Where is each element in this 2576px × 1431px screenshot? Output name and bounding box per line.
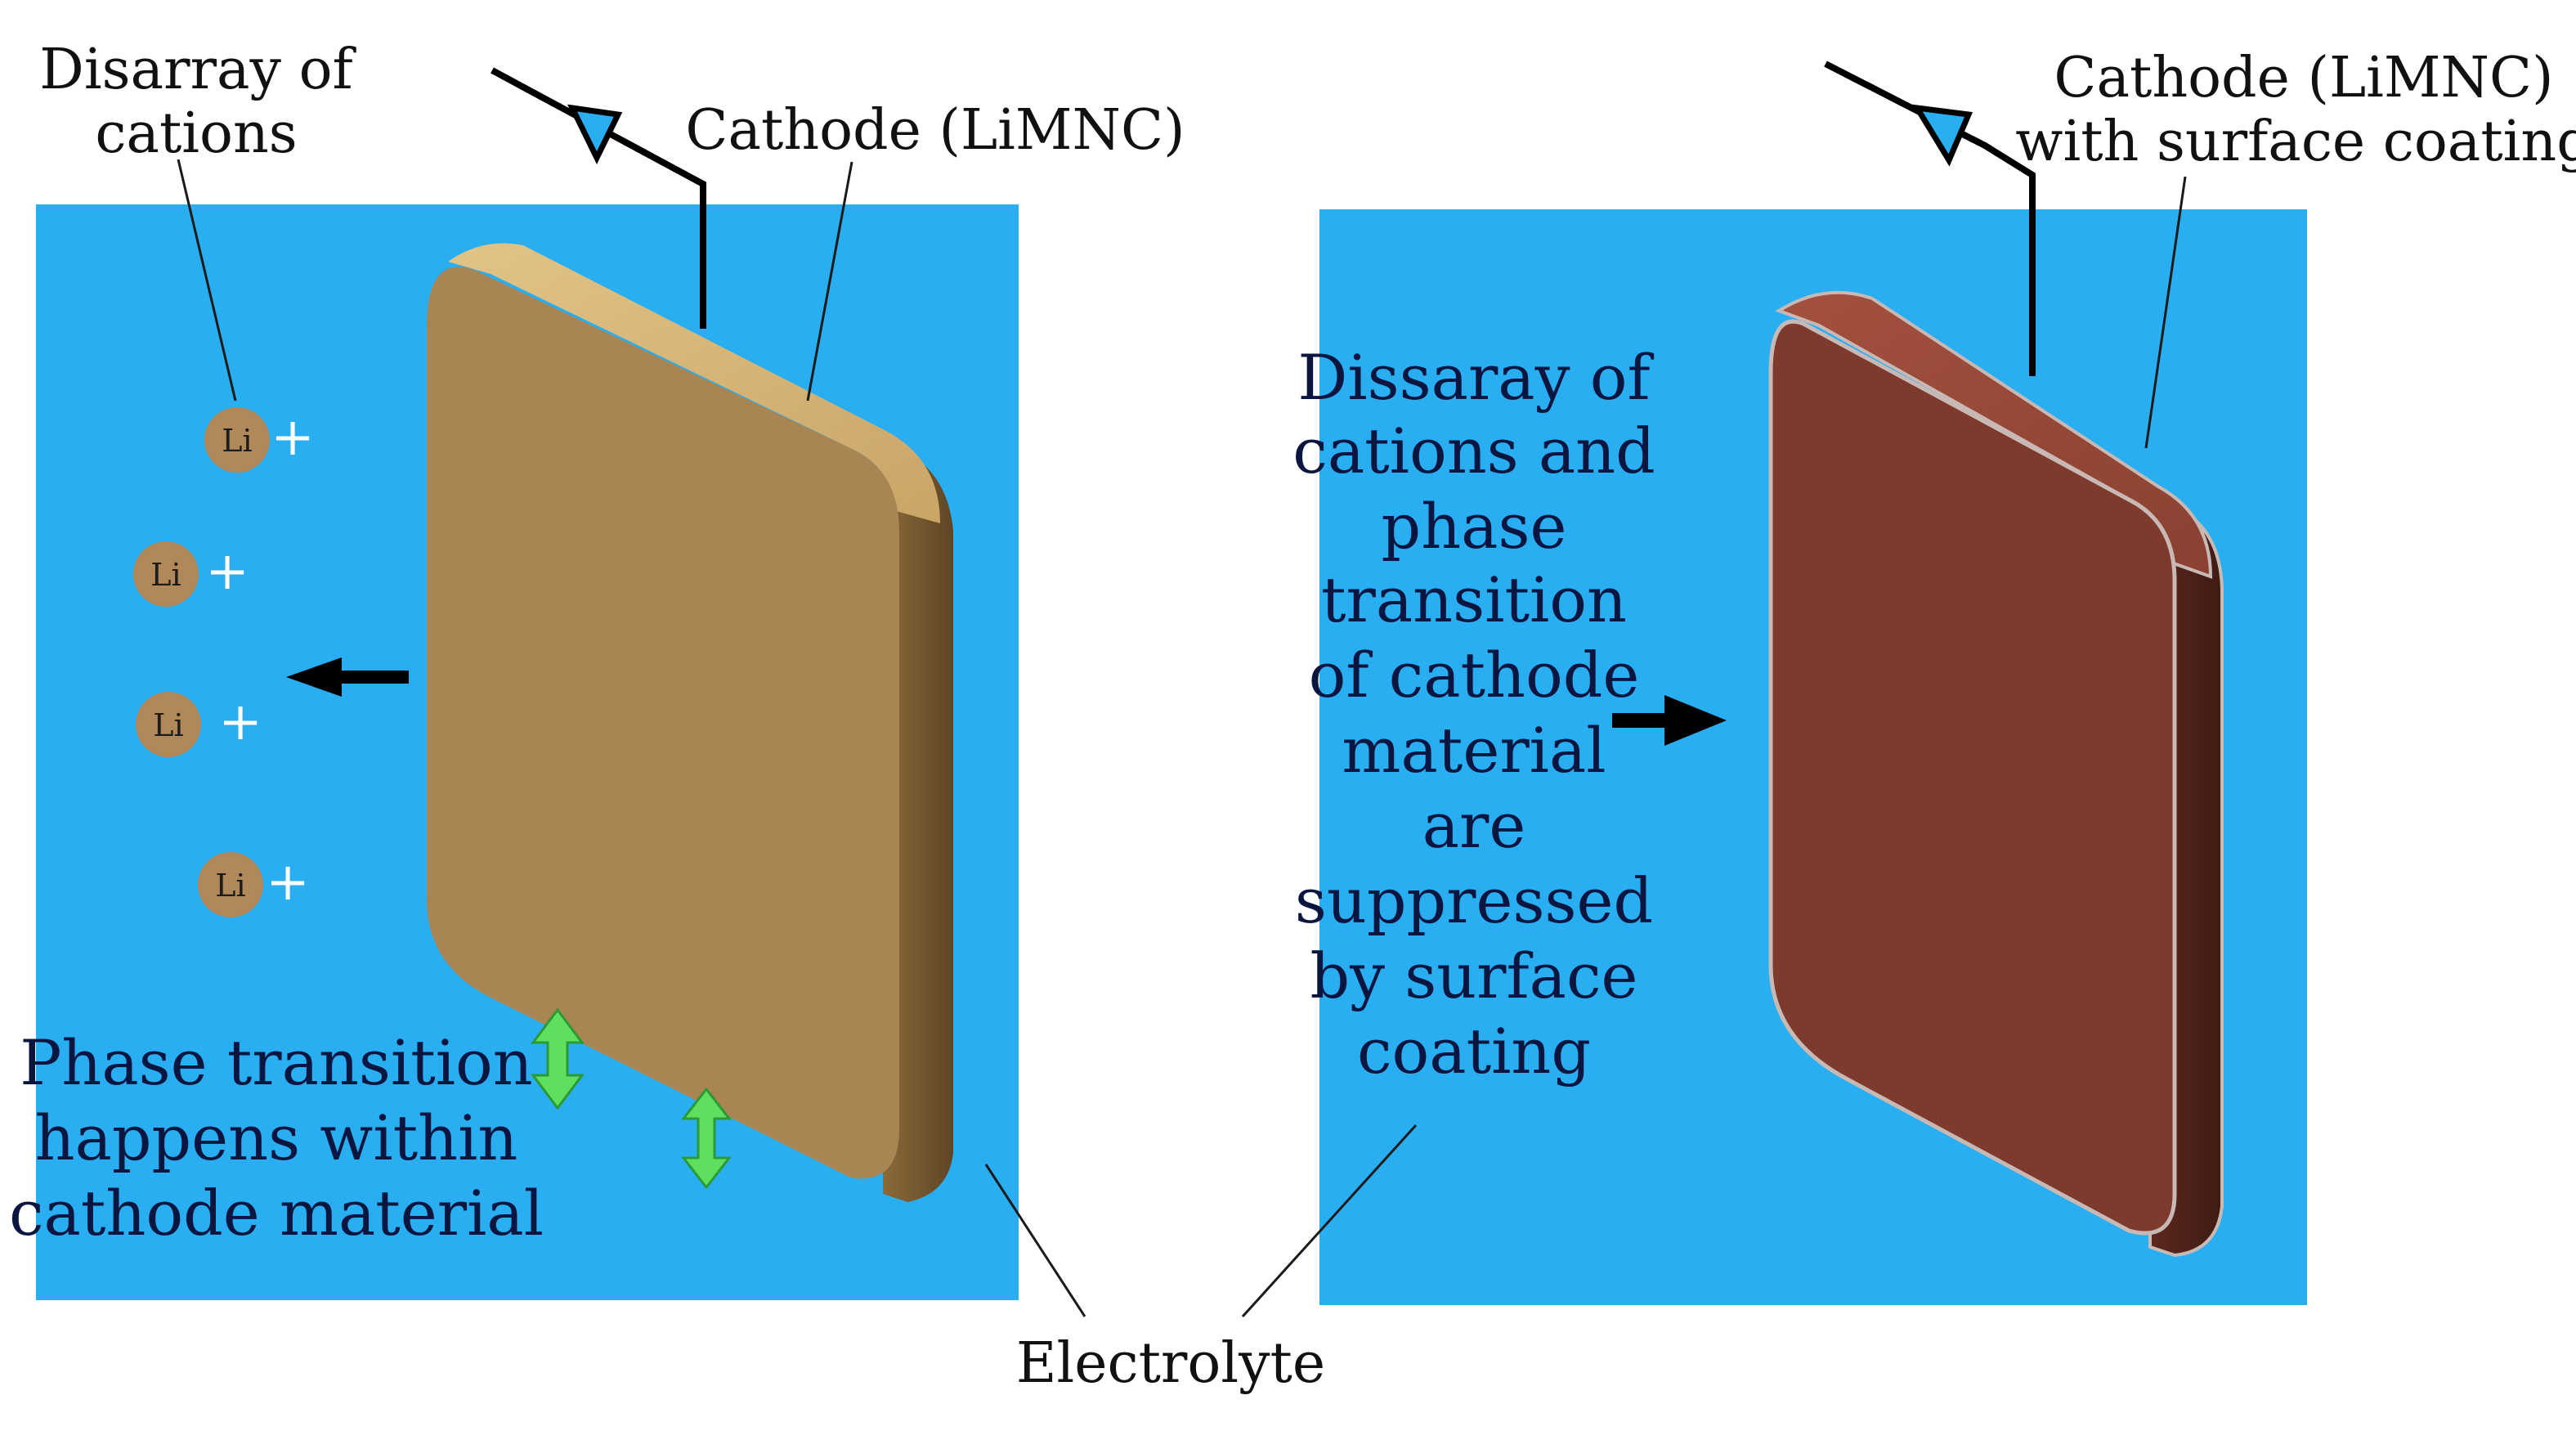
phase-arrow-1 [531,1007,585,1110]
svg-text:by surface: by surface [1310,940,1637,1012]
svg-text:phase: phase [1382,490,1567,563]
svg-text:are: are [1422,789,1526,862]
svg-text:Cathode (LiMNC): Cathode (LiMNC) [2054,46,2553,110]
leader-cathode-left [806,161,853,401]
svg-text:Disarray of: Disarray of [39,38,356,102]
svg-text:Dissaray of: Dissaray of [1297,341,1654,414]
terminal-triangle-right [1911,104,1973,167]
label-phase-transition: Phase transition happens within cathode … [9,1026,544,1249]
cathode-plate-uncoated-side [883,446,953,1202]
label-electrolyte: Electrolyte [1016,1331,1325,1396]
svg-text:material: material [1342,714,1606,787]
li-ion-3: Li + [136,692,262,757]
label-suppressed-by-coating: Dissaray of cations and phase transition… [1292,341,1655,1088]
li-ion-1: Li + [204,407,315,473]
cathode-plate-coated [1768,319,2177,1236]
svg-text:Phase transition: Phase transition [20,1026,533,1099]
svg-text:+: + [218,692,262,752]
svg-text:happens within: happens within [35,1101,518,1174]
svg-text:+: + [205,541,249,602]
svg-text:coating: coating [1357,1015,1591,1088]
svg-text:with surface coating: with surface coating [2015,110,2576,174]
li-ion-4: Li + [198,852,310,917]
lead-wire-right [1824,61,2036,376]
label-cathode-coated: Cathode (LiMNC) with surface coating [2015,46,2576,174]
cathode-plate-uncoated [427,267,899,1179]
label-cathode-uncoated: Cathode (LiMNC) [685,98,1185,163]
leader-cathode-right [2144,176,2187,449]
svg-text:cations and: cations and [1292,415,1655,487]
svg-text:+: + [271,407,315,468]
phase-arrow-2 [680,1087,732,1190]
terminal-triangle-left [567,104,623,164]
leader-electrolyte-right [1241,1124,1418,1318]
svg-text:+: + [266,852,310,913]
svg-text:cations: cations [95,101,297,166]
coating-effect-arrow [1612,695,1727,746]
label-disarray-of-cations: Disarray of cations [39,38,356,166]
li-ion-2: Li + [133,541,249,607]
svg-text:of cathode: of cathode [1309,639,1640,711]
svg-text:Li: Li [215,868,245,904]
svg-text:Li: Li [150,557,181,593]
li-release-arrow [286,657,409,697]
svg-text:Li: Li [153,707,183,743]
svg-text:transition: transition [1321,563,1627,636]
svg-text:cathode material: cathode material [9,1177,544,1249]
svg-text:Li: Li [222,423,252,459]
svg-text:suppressed: suppressed [1295,864,1653,937]
leader-disarray [177,159,237,401]
cathode-plate-uncoated-top [448,243,940,523]
leader-electrolyte-left [984,1164,1086,1317]
lead-wire-left [491,67,706,329]
